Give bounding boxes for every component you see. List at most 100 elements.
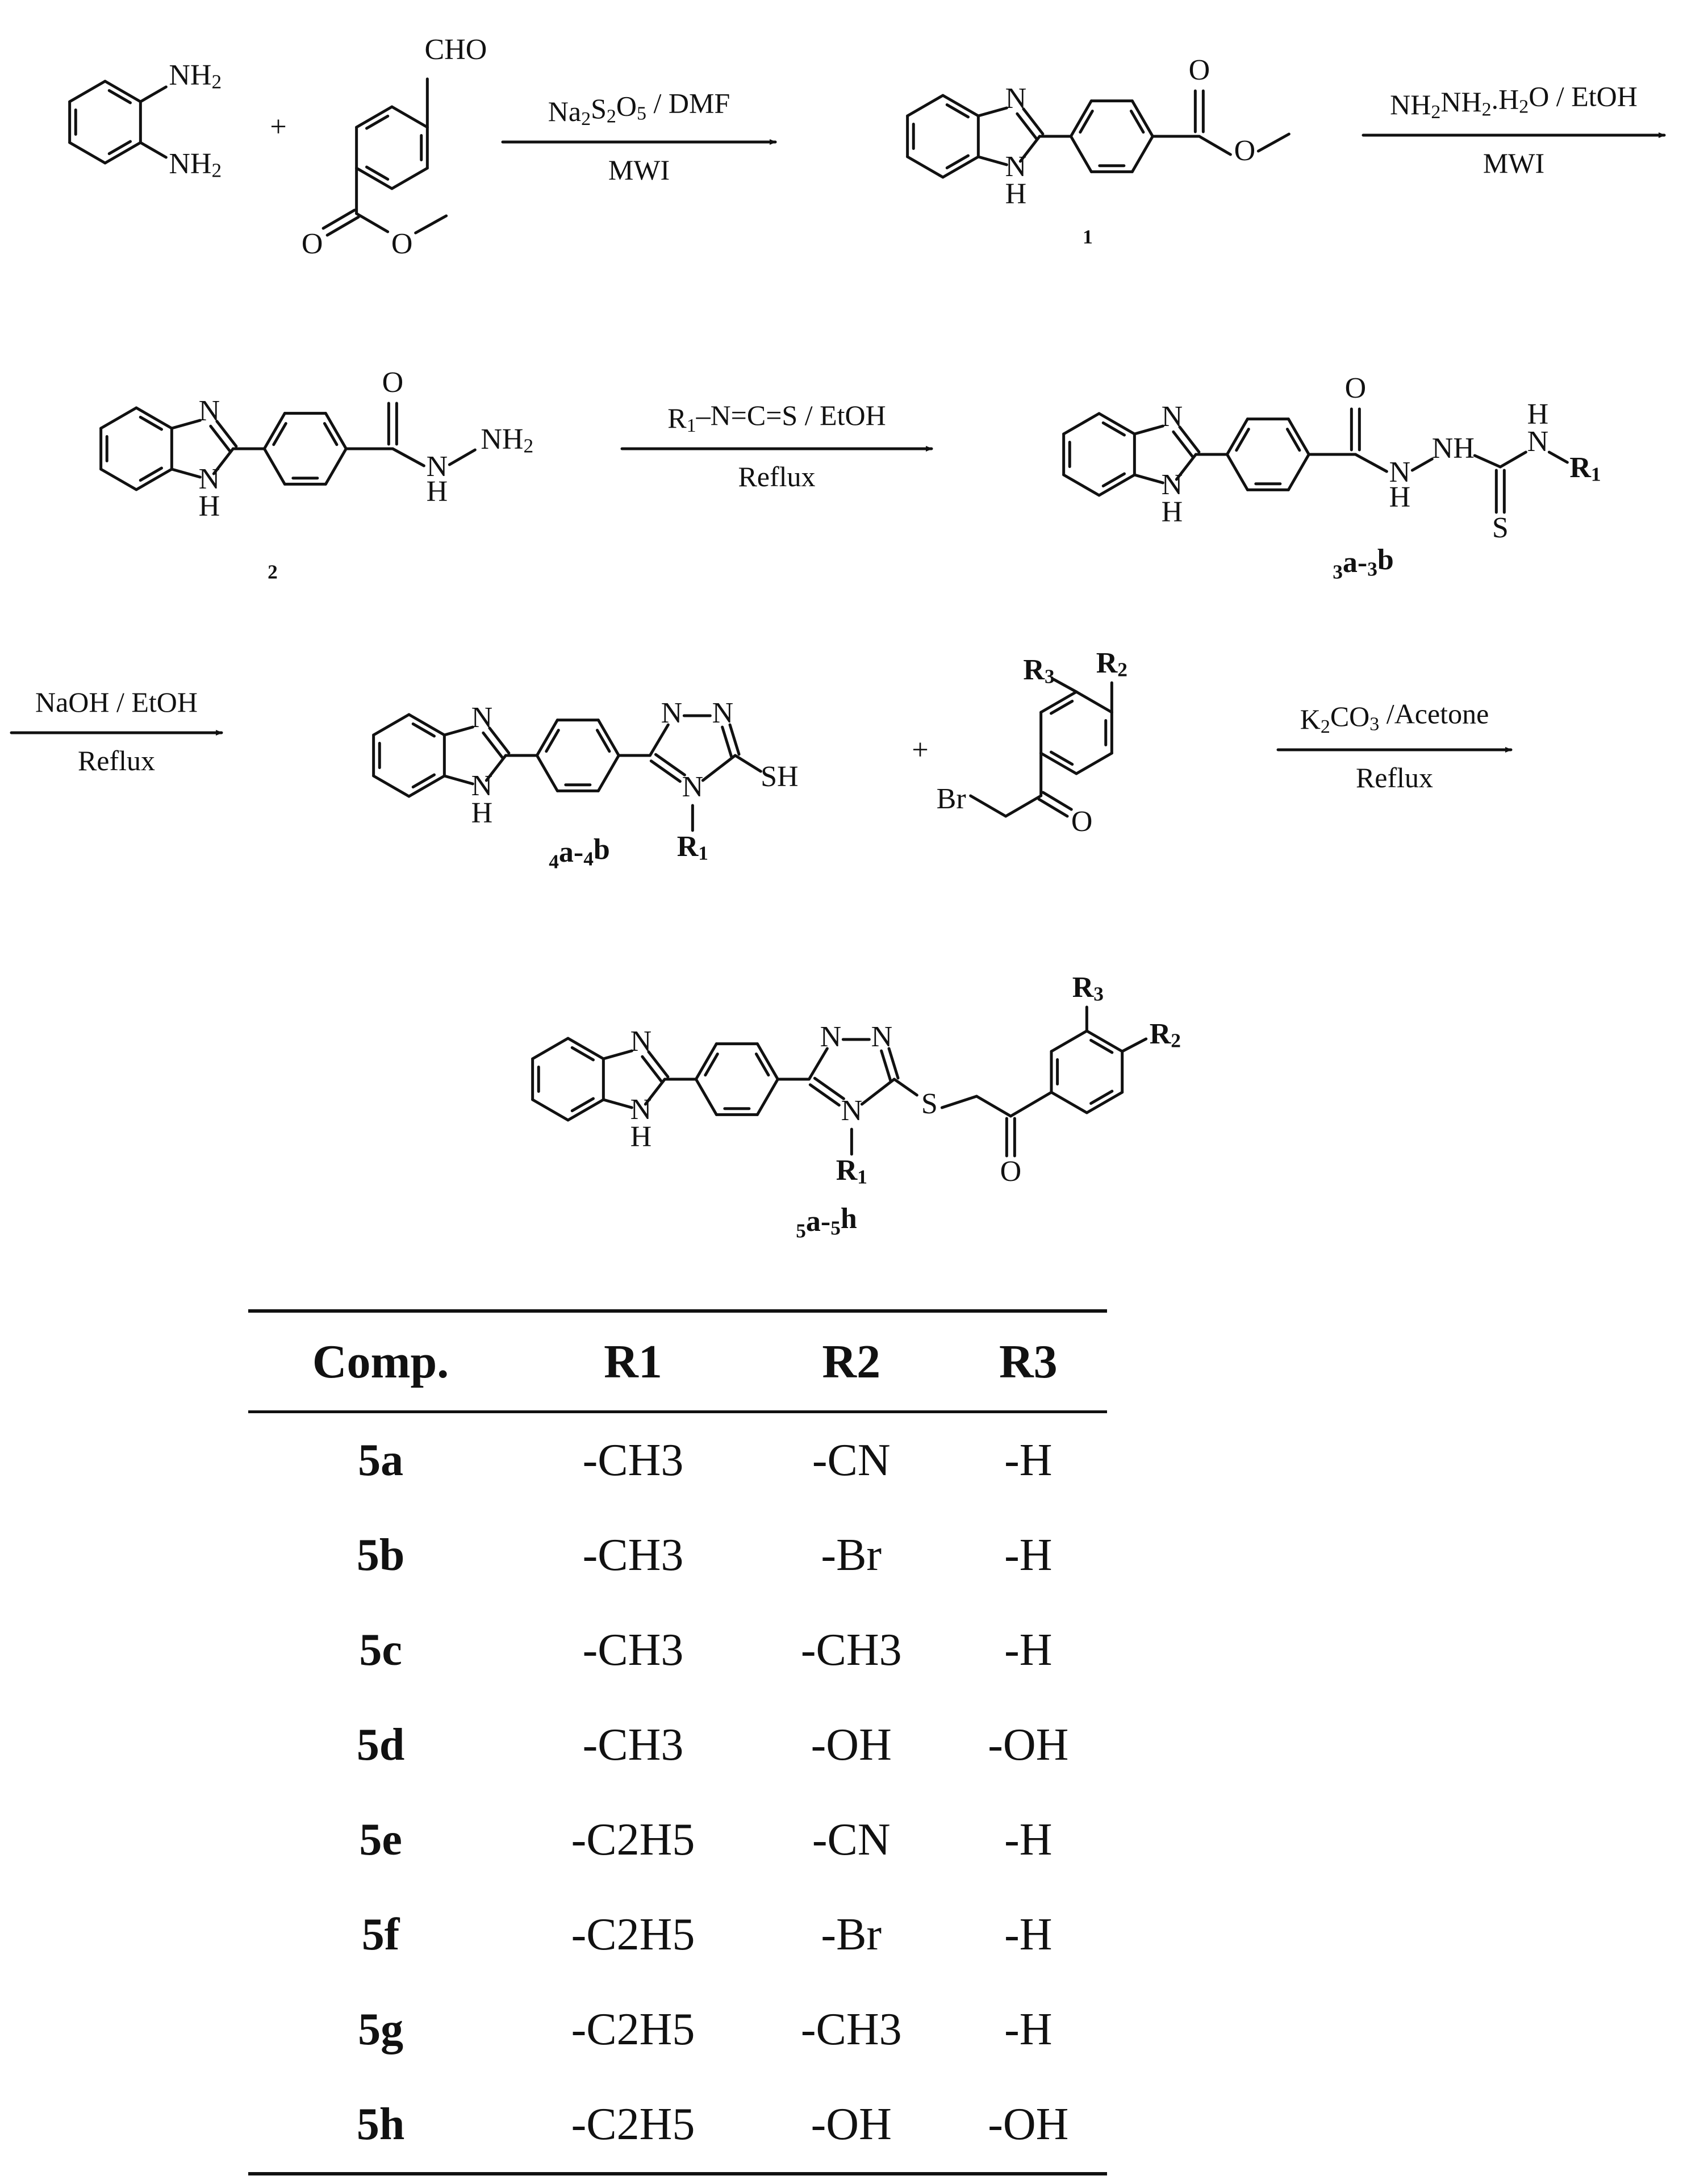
aryl-ring <box>1085 1091 1124 1114</box>
cell-r1: -CH3 <box>582 1625 684 1675</box>
compound-2-benzene-ring <box>139 466 164 482</box>
h-label: H <box>1527 398 1549 431</box>
compound-2-imidazole-bond <box>170 467 202 479</box>
arrow-step-5-condition: Reflux <box>1356 762 1433 794</box>
cell-r3: -H <box>1004 1530 1053 1580</box>
compound-1-benzene-ring <box>906 155 945 179</box>
table-row: 5d-CH3-OH-OH <box>248 1698 1107 1793</box>
compound-2-benzene-ring <box>135 467 173 491</box>
methyl-bond <box>1256 132 1291 153</box>
formylbenzoate-ring <box>390 166 429 190</box>
nh-label: NH <box>1432 432 1475 465</box>
compound-3-phenyl-ring <box>1225 453 1249 491</box>
diamine-ring <box>103 80 142 103</box>
compound-4-n-label: N <box>471 701 493 734</box>
o-label: O <box>1189 54 1210 86</box>
ch2br-bond <box>969 794 1008 818</box>
compound-1-nh-h-label: H <box>1005 178 1027 210</box>
nh2-bond <box>139 141 168 159</box>
compound-4-nh-h-label: H <box>471 797 493 829</box>
table-row: 5h-C2H5-OH-OH <box>248 2077 1107 2174</box>
table-row: 5c-CH3-CH3-H <box>248 1603 1107 1698</box>
o-label: O <box>382 366 404 399</box>
table-row: 5b-CH3-Br-H <box>248 1508 1107 1603</box>
n-label: N <box>661 697 683 729</box>
r3-label: R3​ <box>1072 971 1104 1005</box>
h-label: H <box>427 475 448 508</box>
compound-2-imidazole-bond <box>212 447 235 475</box>
compound-3-imidazole-bond <box>1133 424 1164 436</box>
compound-2-imidazole-double <box>209 424 232 453</box>
compound-id-3: 3​a-3​b <box>1333 544 1394 583</box>
table-row: 5a-CH3-CN-H <box>248 1412 1107 1509</box>
header-r3: R3 <box>999 1335 1058 1388</box>
compound-1-benzene-ring <box>945 154 970 170</box>
compound-5-imidazole-double <box>647 1050 670 1079</box>
compound-3-imidazole-double <box>1172 430 1195 458</box>
compound-3-benzene-ring <box>1101 472 1126 488</box>
compound-3-benzene-ring <box>1101 421 1126 437</box>
compound-id-1: 1​ <box>1083 226 1093 248</box>
hydrazide-bond <box>391 447 425 467</box>
cell-r2: -Br <box>821 1910 882 1960</box>
compound-1-phenyl-ring <box>1069 135 1093 173</box>
cell-r2: -CN <box>812 1815 891 1865</box>
o-label: O <box>1234 135 1256 167</box>
cell-r3: -H <box>1004 1625 1053 1675</box>
compound-2-phenyl-ring <box>323 421 339 446</box>
compound-4-nh-label: N <box>471 770 493 802</box>
n-label: N <box>712 697 734 729</box>
thiol-bond <box>733 754 762 773</box>
arrow-step-1-condition: MWI <box>608 154 670 186</box>
phenacyl-ring <box>1075 690 1113 714</box>
arrow-step-2-condition: MWI <box>1483 147 1544 179</box>
n-label: N <box>820 1021 842 1053</box>
cell-compound: 5h <box>356 2099 405 2149</box>
phenacyl-ring <box>1075 751 1113 775</box>
compound-5-benzene-ring <box>566 1098 605 1122</box>
triazole-double <box>813 1076 845 1100</box>
compound-1-imidazole-bond <box>1018 135 1041 163</box>
arrow-step-4-reagent: NaOH / EtOH <box>35 686 198 718</box>
compound-5-benzene-ring <box>531 1098 570 1122</box>
formylbenzoate-ring <box>365 114 390 130</box>
plus-sign: + <box>270 111 286 143</box>
table-header-row: Comp. R1 R2 R3 <box>248 1311 1107 1412</box>
triazole-bond <box>648 723 670 757</box>
compound-5-phenyl-ring <box>694 1078 718 1116</box>
table-row: 5f-C2H5-Br-H <box>248 1887 1107 1982</box>
phenacyl-ring <box>1049 699 1074 715</box>
compound-1-benzene-ring <box>945 103 970 119</box>
triazole-bond <box>860 1078 896 1106</box>
compound-5-imidazole-double <box>641 1055 663 1083</box>
triazole-double <box>649 759 682 783</box>
nh2-label: NH2​ <box>169 59 222 93</box>
cell-compound: 5d <box>356 1720 405 1770</box>
cell-r1: -C2H5 <box>571 2099 695 2149</box>
compound-5-phenyl-ring <box>754 1052 770 1077</box>
header-compound: Comp. <box>312 1335 449 1388</box>
cell-r3: -H <box>1004 1435 1053 1485</box>
diamine-ring <box>107 89 132 105</box>
compound-3-nh-h-label: H <box>1162 496 1183 528</box>
compound-1-imidazole-bond <box>976 106 1008 118</box>
compound-5-phenyl-ring <box>755 1078 779 1116</box>
aryl-ring <box>1089 1089 1114 1105</box>
compound-2-imidazole-bond <box>170 419 202 430</box>
n-label: N <box>1527 425 1549 458</box>
compound-1-imidazole-double <box>1016 112 1038 140</box>
compound-1-phenyl-ring <box>1069 99 1093 138</box>
compound-5-nh-h-label: H <box>630 1121 652 1153</box>
compound-4-phenyl-ring <box>535 719 559 757</box>
compound-id-4: 4​a-4​b <box>549 833 610 873</box>
cell-compound: 5c <box>359 1625 402 1675</box>
compound-2-benzene-ring <box>99 467 138 491</box>
compound-2-nh-h-label: H <box>199 490 220 523</box>
cho-label: CHO <box>424 34 487 66</box>
triazole-double <box>808 1083 841 1107</box>
compound-4-imidazole-bond <box>485 754 507 782</box>
compound-3-phenyl-ring <box>1287 453 1310 491</box>
compound-4-imidazole-bond <box>442 774 474 786</box>
cell-r3: -OH <box>988 1720 1069 1770</box>
